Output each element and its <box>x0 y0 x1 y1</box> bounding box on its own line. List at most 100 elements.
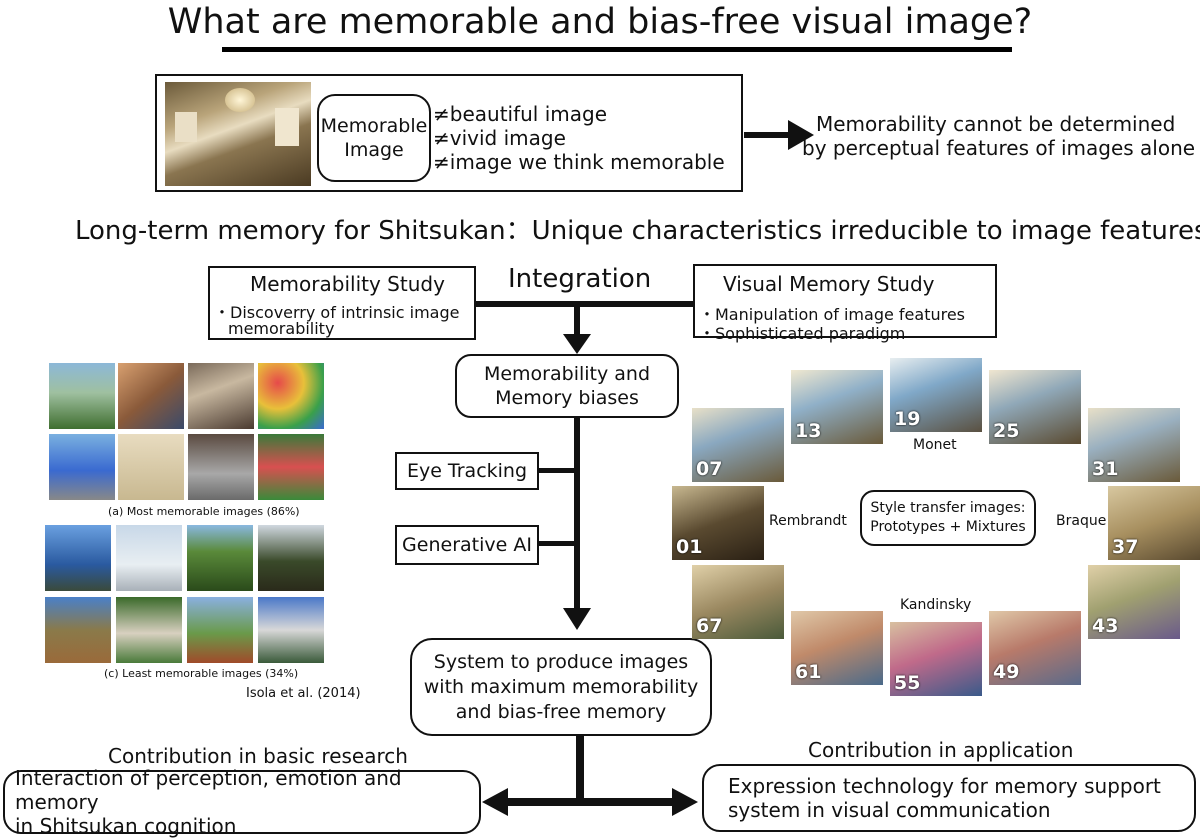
photo-thumbnail <box>45 525 111 591</box>
memorability-biases-box: Memorability and Memory biases <box>455 354 679 418</box>
contribution-basic-heading: Contribution in basic research <box>108 744 408 768</box>
style-number: 61 <box>795 661 822 683</box>
visual-memory-bullet1: ・Manipulation of image features <box>699 305 966 324</box>
visual-memory-study-box: Visual Memory Study ・Manipulation of ima… <box>693 264 997 343</box>
visual-memory-bullet2: ・Sophisticated paradigm <box>699 324 906 343</box>
contribution-basic-box: Interaction of perception, emotion and m… <box>3 766 481 838</box>
memorable-image-label: Memorable Image <box>317 94 431 182</box>
system-box: System to produce images with maximum me… <box>410 638 712 736</box>
photo-thumbnail <box>49 434 115 500</box>
memorable-label-line2: Image <box>344 139 404 161</box>
style-number: 07 <box>696 458 723 480</box>
most-memorable-caption: (a) Most memorable images (86%) <box>108 505 300 518</box>
style-thumb-37: 37 <box>1108 486 1200 560</box>
style-thumb-19: 19 <box>890 358 982 432</box>
style-thumb-55: 55 <box>890 622 982 696</box>
style-center-line2: Prototypes + Mixtures <box>870 519 1026 535</box>
system-line1: System to produce images <box>433 650 689 673</box>
memorability-study-heading: Memorability Study <box>250 272 445 296</box>
integration-label: Integration <box>508 264 652 294</box>
conclusion-line2: by perceptual features of images alone <box>802 136 1196 160</box>
photo-thumbnail <box>258 597 324 663</box>
style-number: 37 <box>1112 536 1139 558</box>
contribution-application-line2: system in visual communication <box>728 798 1051 822</box>
subtitle: Long-term memory for Shitsukan：Unique ch… <box>75 216 1200 246</box>
contribution-basic-line2: in Shitsukan cognition <box>15 814 237 838</box>
memorability-biases-line1: Memorability and <box>483 363 651 385</box>
page-title: What are memorable and bias-free visual … <box>167 2 1033 42</box>
eye-tracking-label: Eye Tracking <box>406 460 528 482</box>
conclusion-line1: Memorability cannot be determined <box>816 112 1176 136</box>
room-image <box>165 82 311 186</box>
style-thumb-01: 01 <box>672 486 764 560</box>
contribution-application-box: Expression technology for memory support… <box>702 764 1196 832</box>
style-number: 25 <box>993 420 1020 442</box>
style-number: 31 <box>1092 458 1119 480</box>
style-thumb-61: 61 <box>791 611 883 685</box>
style-thumb-07: 07 <box>692 408 784 482</box>
system-line3: and bias-free memory <box>455 700 667 723</box>
arrowhead-right-icon <box>672 788 698 816</box>
photo-thumbnail <box>258 525 324 591</box>
central-flow-line <box>574 418 580 614</box>
arrow-to-conclusion <box>744 132 796 138</box>
contribution-application-line1: Expression technology for memory support <box>728 774 1161 798</box>
photo-thumbnail <box>188 434 254 500</box>
label-rembrandt: Rembrandt <box>769 513 847 529</box>
least-memorable-caption: (c) Least memorable images (34%) <box>104 667 299 680</box>
memorability-biases-line2: Memory biases <box>495 387 639 409</box>
arrowhead-right-icon <box>788 120 814 150</box>
top-box: Memorable Image ≠beautiful image ≠vivid … <box>155 74 743 192</box>
memorability-study-bullet2: memorability <box>228 319 335 338</box>
style-number: 43 <box>1092 615 1119 637</box>
photo-thumbnail <box>187 597 253 663</box>
style-number: 13 <box>795 420 822 442</box>
bottom-down-line <box>576 736 584 802</box>
style-transfer-center-box: Style transfer images: Prototypes + Mixt… <box>860 490 1036 546</box>
style-number: 55 <box>894 672 921 694</box>
photo-thumbnail <box>258 363 324 429</box>
memorability-study-box: Memorability Study ・Discoverry of intrin… <box>208 266 476 340</box>
integration-connector <box>476 301 693 307</box>
system-line2: with maximum memorability <box>423 675 699 698</box>
style-number: 67 <box>696 615 723 637</box>
style-thumb-13: 13 <box>791 370 883 444</box>
photo-thumbnail <box>118 363 184 429</box>
eye-tracking-connector <box>539 468 575 473</box>
photo-thumbnail <box>188 363 254 429</box>
title-underline <box>222 47 1012 52</box>
style-number: 49 <box>993 661 1020 683</box>
generative-ai-label: Generative AI <box>402 534 532 556</box>
style-number: 01 <box>676 536 703 558</box>
generative-ai-connector <box>539 541 575 546</box>
bottom-horizontal-line <box>504 798 676 806</box>
label-braque: Braque <box>1056 513 1107 529</box>
style-thumb-49: 49 <box>989 611 1081 685</box>
generative-ai-box: Generative AI <box>395 525 539 565</box>
style-thumb-67: 67 <box>692 565 784 639</box>
not-item-1: ≠beautiful image <box>433 102 608 126</box>
label-kandinsky: Kandinsky <box>900 597 972 613</box>
photo-thumbnail <box>49 363 115 429</box>
memorable-label-line1: Memorable <box>320 115 428 137</box>
not-item-3: ≠image we think memorable <box>433 150 725 174</box>
not-item-2: ≠vivid image <box>433 126 566 150</box>
visual-memory-heading: Visual Memory Study <box>723 272 935 296</box>
style-thumb-31: 31 <box>1088 408 1180 482</box>
isola-citation: Isola et al. (2014) <box>246 686 361 701</box>
style-number: 19 <box>894 408 921 430</box>
contribution-application-heading: Contribution in application <box>808 738 1074 762</box>
photo-thumbnail <box>258 434 324 500</box>
integration-down-line <box>574 304 580 340</box>
photo-thumbnail <box>45 597 111 663</box>
arrowhead-left-icon <box>482 788 508 816</box>
arrowhead-down-icon <box>563 608 591 630</box>
photo-thumbnail <box>116 525 182 591</box>
style-thumb-25: 25 <box>989 370 1081 444</box>
photo-thumbnail <box>118 434 184 500</box>
contribution-basic-line1: Interaction of perception, emotion and m… <box>15 766 402 814</box>
style-center-line1: Style transfer images: <box>870 500 1026 516</box>
arrowhead-down-icon <box>563 334 591 354</box>
label-monet: Monet <box>913 437 957 453</box>
eye-tracking-box: Eye Tracking <box>395 452 539 490</box>
